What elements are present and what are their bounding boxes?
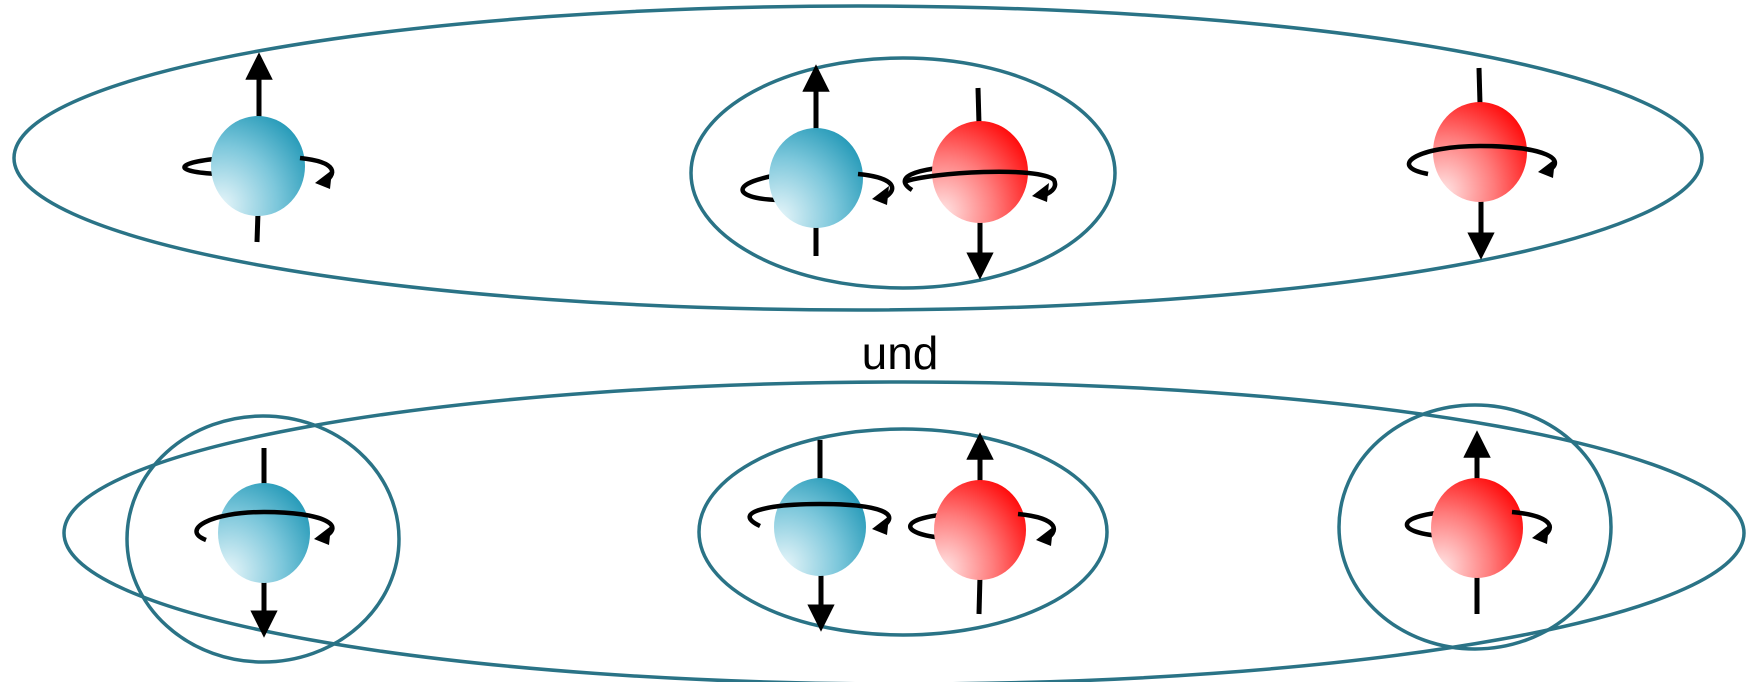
particle-red-spin-down xyxy=(1406,67,1558,260)
bottom-configuration xyxy=(62,380,1746,682)
outer-ring-bottom xyxy=(62,380,1746,682)
rotation-arrow-icon xyxy=(872,516,889,535)
particle-blue-spin-up xyxy=(182,52,335,243)
rotation-arrow-icon xyxy=(1532,525,1549,544)
rotation-arrow-icon xyxy=(315,170,332,189)
particle-red-spin-up xyxy=(1404,430,1552,614)
single-ring-left xyxy=(125,414,401,664)
spin-loop-back-icon xyxy=(740,171,785,203)
rotation-arrow-icon xyxy=(314,526,331,545)
particle-blue-spin-up xyxy=(740,64,895,256)
spin-axis-tail xyxy=(1476,67,1483,105)
pair-ring-bottom xyxy=(697,427,1109,637)
spin-loop-front-icon xyxy=(903,169,1058,199)
spin-loop-full-icon xyxy=(194,509,335,543)
rotation-arrow-icon xyxy=(1538,159,1555,178)
particle-red-spin-up xyxy=(908,432,1056,615)
top-configuration xyxy=(12,4,1704,312)
spin-axis-tail xyxy=(254,211,261,243)
spin-axis-tail xyxy=(976,575,983,615)
spin-loop-back-icon xyxy=(1404,509,1447,539)
connector-word: und xyxy=(861,327,939,379)
rotation-arrow-icon xyxy=(1036,527,1053,546)
blue-particle-sphere xyxy=(211,116,305,216)
spin-axis-tail xyxy=(975,87,982,125)
particle-blue-spin-down xyxy=(194,448,335,638)
particle-blue-spin-down xyxy=(747,440,892,632)
red-particle-sphere xyxy=(934,480,1026,580)
blue-particle-sphere xyxy=(769,128,863,228)
pair-ring-top xyxy=(689,56,1117,290)
particle-red-spin-down xyxy=(902,87,1058,280)
red-particle-sphere xyxy=(1433,102,1527,202)
spin-loop-back-icon xyxy=(908,511,951,541)
blue-particle-sphere xyxy=(218,483,310,583)
spin-loop-back-icon xyxy=(182,155,227,177)
rotation-arrow-icon xyxy=(872,186,889,205)
spin-loop-full-icon xyxy=(747,501,892,530)
outer-ring-top xyxy=(12,4,1704,312)
rotation-arrow-icon xyxy=(1032,183,1049,202)
single-ring-right xyxy=(1337,403,1613,651)
red-particle-sphere xyxy=(1431,478,1523,578)
blue-particle-sphere xyxy=(774,478,866,576)
